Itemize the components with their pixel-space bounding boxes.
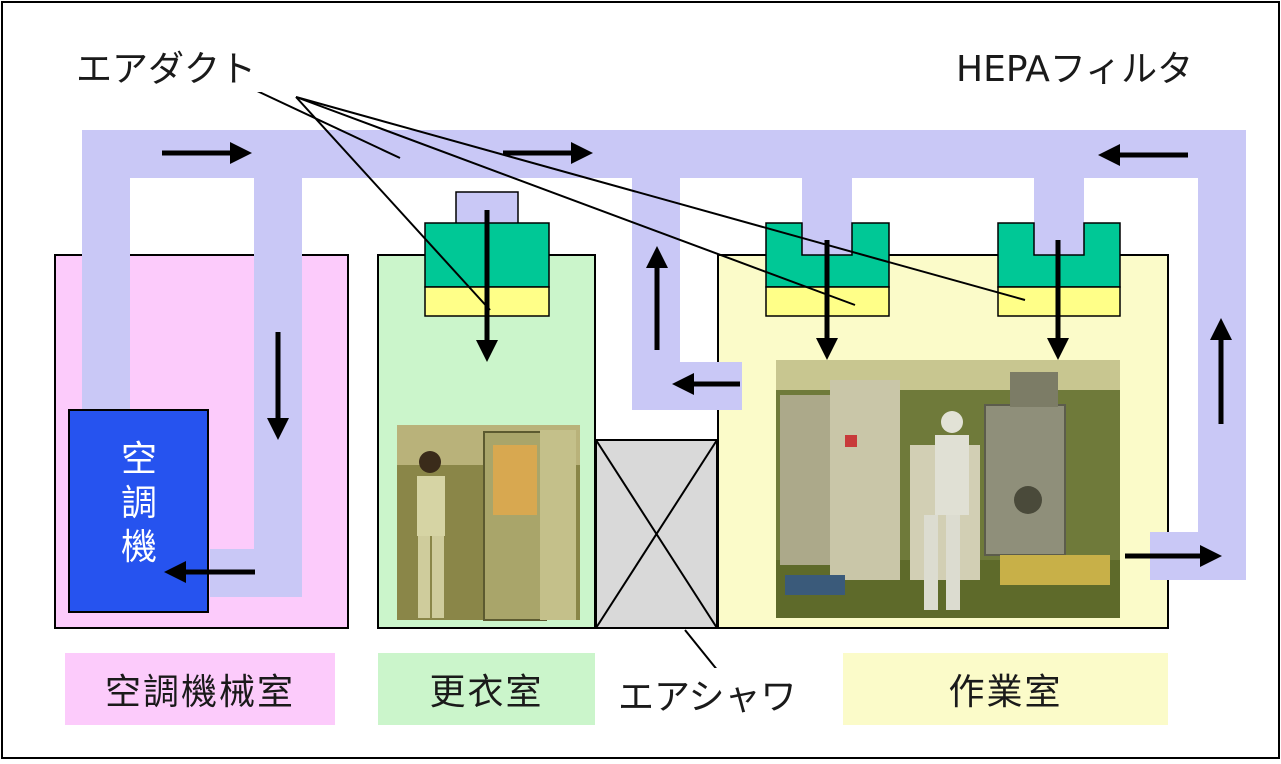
arrow-changing-down	[476, 210, 498, 362]
arrow-return-left	[672, 373, 740, 395]
arrow-return-up	[646, 246, 668, 350]
arrow-duct-right-1	[162, 142, 252, 164]
arrow-to-ac-unit	[164, 561, 255, 583]
changing-room-photo	[397, 425, 580, 621]
arrow-machine-down	[267, 332, 289, 440]
arrow-right-up	[1210, 318, 1232, 424]
callout-lines	[254, 89, 1026, 693]
arrow-exhaust-right	[1125, 545, 1222, 567]
air-duct-label: エアダクト	[70, 40, 263, 92]
changing-room-label: 更衣室	[378, 653, 595, 725]
air-shower	[595, 439, 718, 629]
work-room-label: 作業室	[843, 653, 1168, 725]
arrow-work-down-1	[816, 240, 838, 360]
arrow-duct-right-2	[503, 142, 593, 164]
air-shower-label: エアシャワ	[612, 668, 803, 720]
air-duct	[82, 130, 1246, 597]
arrow-duct-left	[1098, 144, 1188, 166]
arrow-work-down-2	[1047, 240, 1069, 360]
ac-unit-label: 空 調 機	[120, 439, 157, 568]
machine-room-label: 空調機械室	[65, 653, 335, 725]
hepa-filter-label: HEPAフィルタ	[950, 40, 1200, 92]
work-room-photo	[776, 360, 1120, 618]
